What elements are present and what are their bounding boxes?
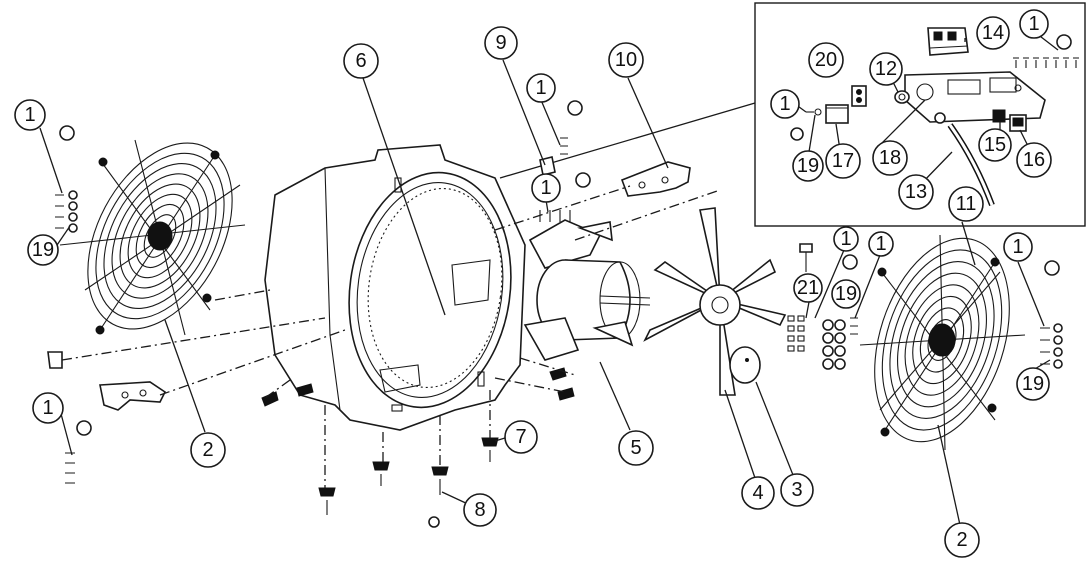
- svg-text:1: 1: [540, 177, 551, 199]
- svg-text:19: 19: [797, 155, 819, 177]
- callout-1-left-bottom: 1: [32, 392, 64, 424]
- svg-text:1: 1: [24, 104, 35, 126]
- callout-1-inset-top: 1: [1019, 9, 1049, 39]
- callout-8-foot-screw: 8: [463, 493, 497, 527]
- svg-text:1: 1: [42, 397, 53, 419]
- inset-rocker-switch: [927, 27, 969, 56]
- inset-small-switch-b: [1009, 114, 1027, 132]
- inset-small-switch-a: [992, 109, 1006, 123]
- callout-6-housing: 6: [343, 43, 379, 79]
- svg-text:1: 1: [1028, 13, 1039, 35]
- callout-18-plate: 18: [872, 140, 908, 176]
- svg-text:11: 11: [956, 193, 977, 215]
- callout-10-handle: 10: [608, 42, 644, 78]
- callout-1-inset-left: 1: [770, 89, 800, 119]
- callout-16-switch-b: 16: [1016, 142, 1052, 178]
- callout-1-handle-screw: 1: [526, 73, 556, 103]
- svg-text:19: 19: [32, 239, 54, 261]
- callout-1-right: 1: [1003, 232, 1033, 262]
- leader-lines: [39, 59, 1051, 526]
- svg-text:1: 1: [875, 233, 886, 255]
- left-washer-stack: [55, 125, 78, 233]
- inset-pointer-line: [499, 102, 756, 179]
- fan-housing: [264, 144, 526, 431]
- left-lower-screws: [65, 420, 92, 484]
- inset-control-plate: [904, 71, 1046, 123]
- callout-1-mid: 1: [868, 231, 894, 257]
- callout-2-left-guard: 2: [190, 432, 226, 468]
- callout-13-cable: 13: [898, 174, 934, 210]
- right-fan-guard: [859, 234, 1026, 451]
- mid-washer-stack: [822, 254, 858, 370]
- svg-text:8: 8: [474, 499, 485, 521]
- callout-17-capacitor: 17: [825, 143, 861, 179]
- inset-cable-gland: [934, 112, 995, 207]
- handle-bracket: [539, 100, 583, 176]
- svg-text:6: 6: [355, 50, 366, 72]
- svg-text:3: 3: [791, 479, 802, 501]
- callout-19-left: 19: [27, 234, 59, 266]
- inset-capacitor-label: [851, 85, 867, 107]
- assembly-lines: [61, 185, 721, 488]
- motor: [523, 219, 651, 361]
- svg-text:2: 2: [956, 529, 967, 551]
- svg-text:14: 14: [982, 22, 1004, 44]
- svg-text:1: 1: [779, 93, 790, 115]
- svg-text:12: 12: [875, 58, 897, 80]
- right-washer-stack: [1040, 260, 1063, 369]
- callout-1-left-top: 1: [14, 99, 46, 131]
- spinner-cap: [729, 346, 761, 384]
- left-handle: [99, 381, 167, 411]
- callout-7-foot: 7: [504, 420, 538, 454]
- rear-handle: [620, 161, 691, 197]
- callout-19-right: 19: [1016, 367, 1050, 401]
- callout-2-right-guard: 2: [944, 522, 980, 558]
- callout-12-grommet: 12: [869, 52, 903, 86]
- svg-text:2: 2: [202, 439, 213, 461]
- callout-11-right-guard: 11: [948, 186, 984, 222]
- svg-text:5: 5: [630, 437, 641, 459]
- callout-4-blade: 4: [741, 476, 775, 510]
- bolt-pack: [787, 243, 813, 352]
- svg-text:18: 18: [879, 147, 901, 169]
- left-clip: [47, 351, 63, 369]
- inset-grommet: [894, 90, 910, 104]
- svg-text:15: 15: [984, 134, 1006, 156]
- svg-text:7: 7: [515, 426, 526, 448]
- callout-1-top-screw: 1: [531, 173, 561, 203]
- callout-9-bracket: 9: [484, 26, 518, 60]
- inset-capacitor: [825, 104, 849, 124]
- svg-text:16: 16: [1023, 149, 1045, 171]
- callout-3-cap: 3: [780, 473, 814, 507]
- inset-screw-row: [1013, 34, 1079, 68]
- svg-text:1: 1: [535, 77, 546, 99]
- svg-text:17: 17: [832, 150, 854, 172]
- svg-text:1: 1: [1012, 236, 1023, 258]
- callout-19-inset: 19: [792, 150, 824, 182]
- callout-15-switch-a: 15: [978, 128, 1012, 162]
- callout-14-switch-plate: 14: [976, 16, 1010, 50]
- fan-blade: [643, 207, 787, 396]
- callout-5-motor: 5: [618, 430, 654, 466]
- callout-21-bolts: 21: [793, 273, 823, 303]
- svg-text:9: 9: [495, 32, 506, 54]
- left-fan-guard: [59, 139, 246, 336]
- svg-text:21: 21: [797, 277, 819, 299]
- svg-text:13: 13: [905, 181, 927, 203]
- inset-screw-washer: [790, 108, 822, 141]
- callout-19-mid: 19: [831, 279, 861, 309]
- svg-text:20: 20: [815, 49, 837, 71]
- callout-20-capacitor-label: 20: [808, 42, 844, 78]
- svg-text:19: 19: [835, 283, 857, 305]
- svg-text:4: 4: [752, 482, 763, 504]
- svg-text:10: 10: [615, 49, 637, 71]
- svg-text:19: 19: [1022, 373, 1044, 395]
- callout-1-bolt-screw: 1: [833, 226, 859, 252]
- svg-text:1: 1: [840, 228, 851, 250]
